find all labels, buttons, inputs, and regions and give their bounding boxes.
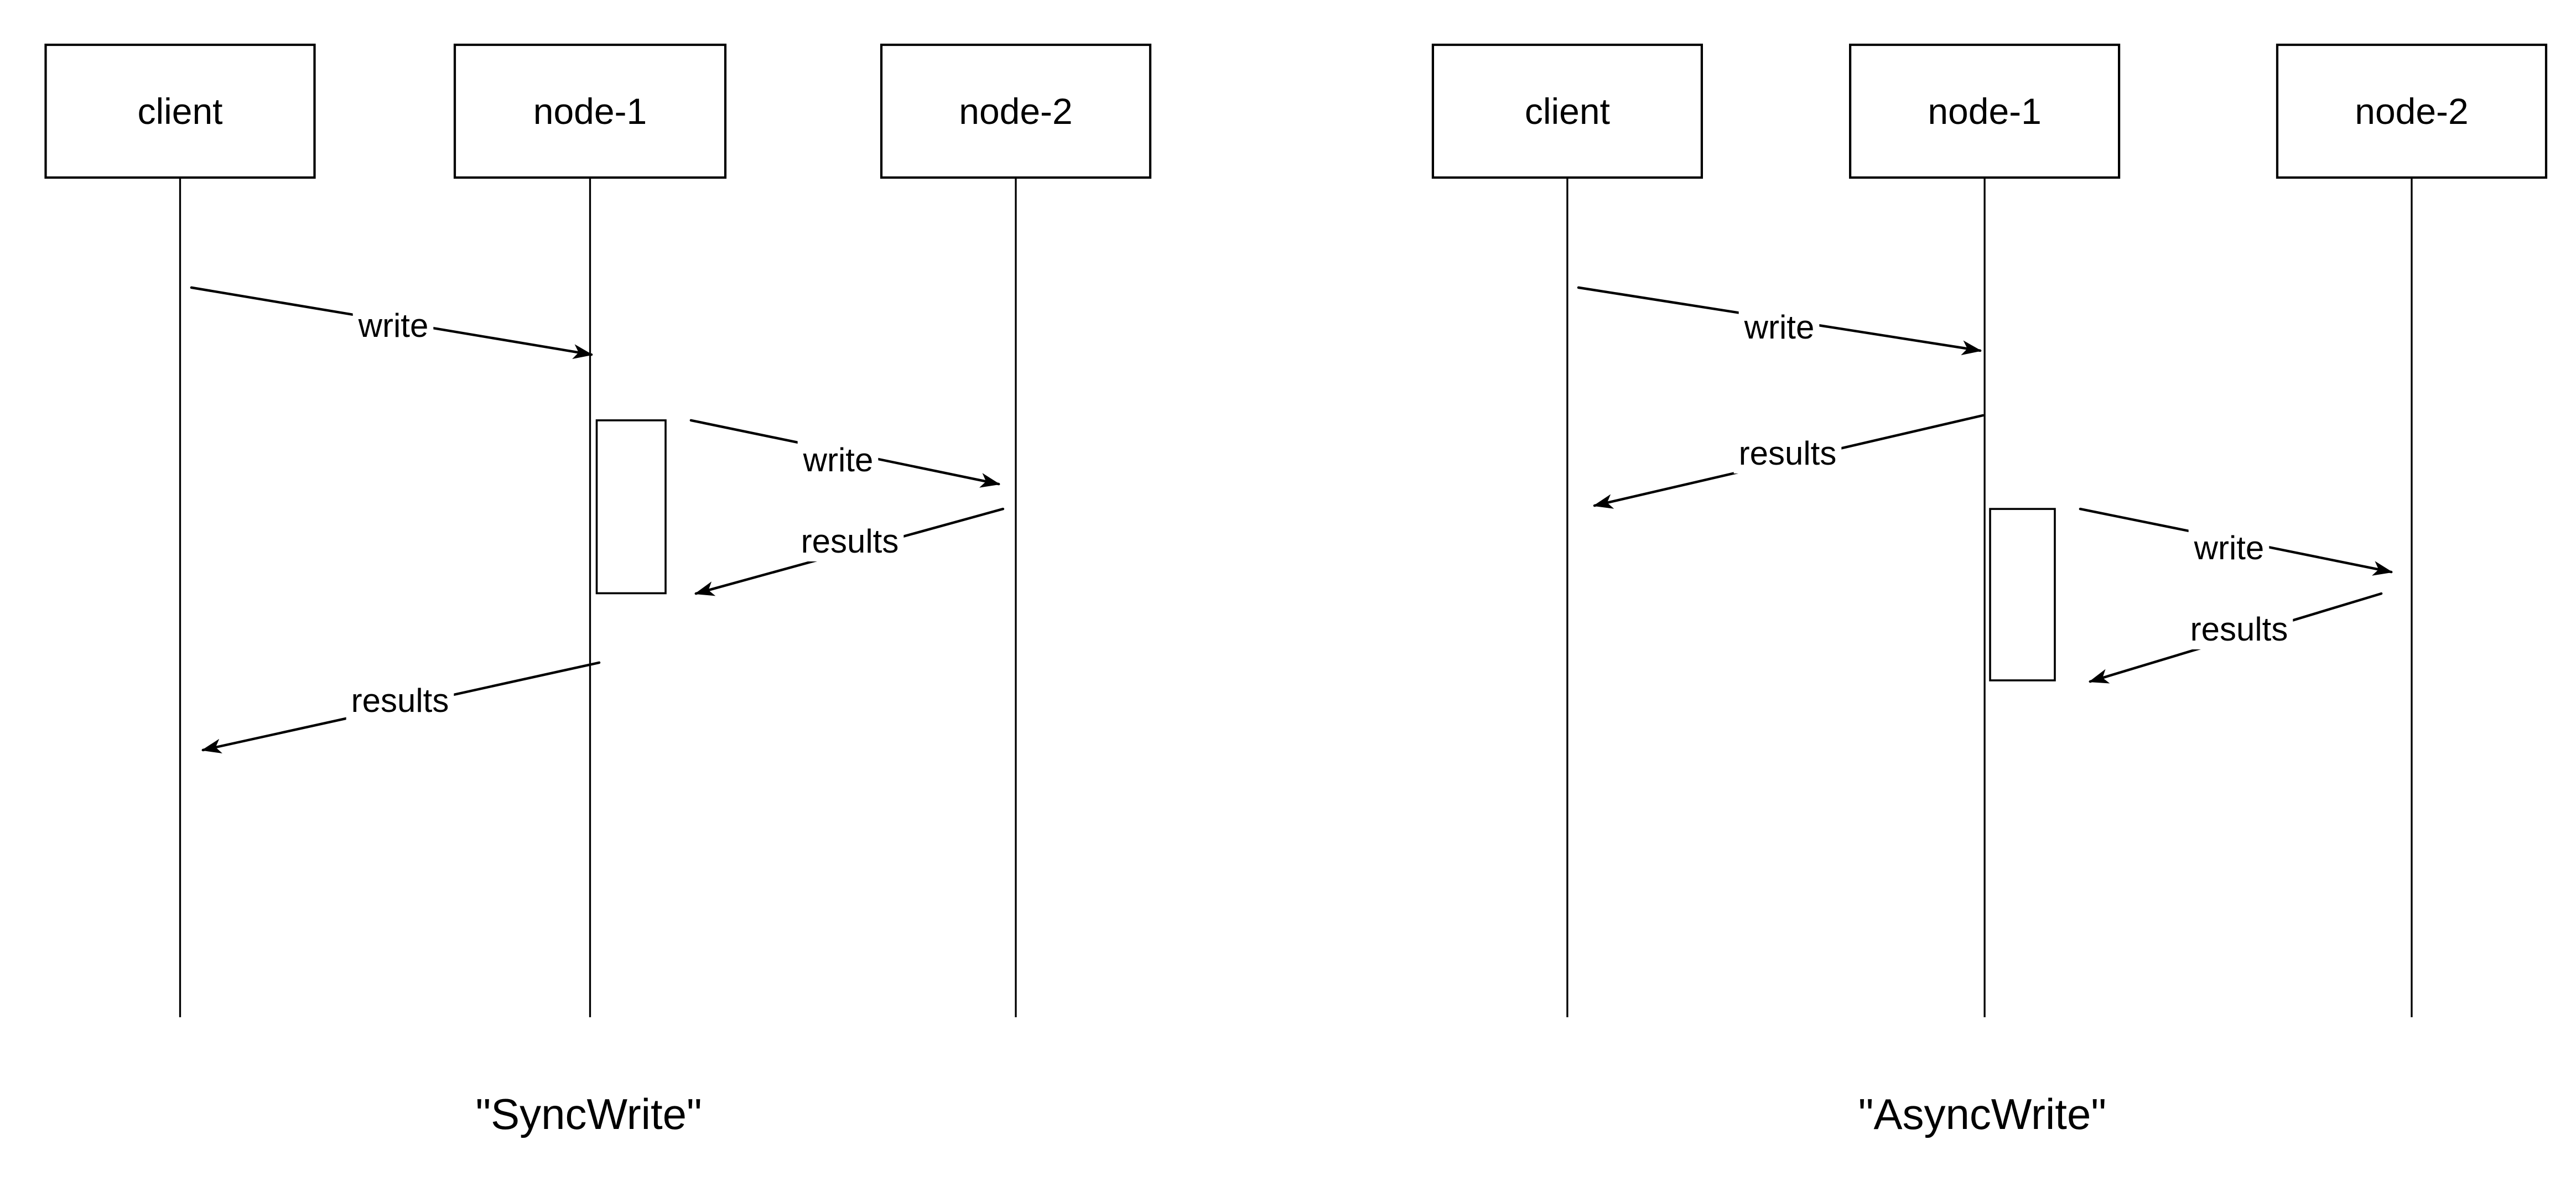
actor-box-client [1431, 43, 1703, 179]
message-label-bg [1738, 306, 1820, 347]
message-label-bg [2185, 608, 2293, 649]
message-label-bg [2188, 527, 2269, 568]
diagrams-root: client node-1 node-2 write write results resul… [44, 43, 2548, 1138]
message-label-bg [1733, 433, 1842, 473]
actor-label-client: client [137, 91, 222, 132]
message-label-bg [346, 680, 454, 721]
message-label: results [1739, 435, 1837, 472]
message-label: write [803, 441, 874, 478]
actor-box-node-2 [880, 43, 1152, 179]
actor-label-node-2: node-2 [2355, 91, 2468, 132]
actor-box-node-2 [2276, 43, 2548, 179]
message-label-bg [796, 521, 904, 561]
actor-label-client: client [1525, 91, 1610, 132]
actor-box-node-1 [453, 43, 727, 179]
activation-bar-node-1 [595, 419, 667, 595]
actor-box-client [44, 43, 316, 179]
actor-label-node-1: node-1 [1928, 91, 2041, 132]
diagram-title-sync-write: "SyncWrite" [475, 1090, 702, 1138]
message-label-bg [352, 305, 434, 346]
actor-label-node-1: node-1 [533, 91, 647, 132]
actor-box-node-1 [1848, 43, 2121, 179]
diagram-async-write: client node-1 node-2 write results write resul… [1431, 43, 2548, 1138]
message-label: write [358, 307, 429, 344]
activation-bar-node-1 [1989, 508, 2056, 681]
diagram-sync-write: client node-1 node-2 write write results resul… [44, 43, 1152, 1138]
message-label: results [2190, 611, 2288, 648]
message-label: write [1744, 309, 1815, 346]
diagram-title-async-write: "AsyncWrite" [1858, 1090, 2106, 1138]
message-label-bg [797, 439, 879, 480]
message-label: write [2194, 529, 2265, 566]
message-label: results [351, 682, 449, 719]
message-label: results [801, 523, 899, 560]
actor-label-node-2: node-2 [959, 91, 1072, 132]
